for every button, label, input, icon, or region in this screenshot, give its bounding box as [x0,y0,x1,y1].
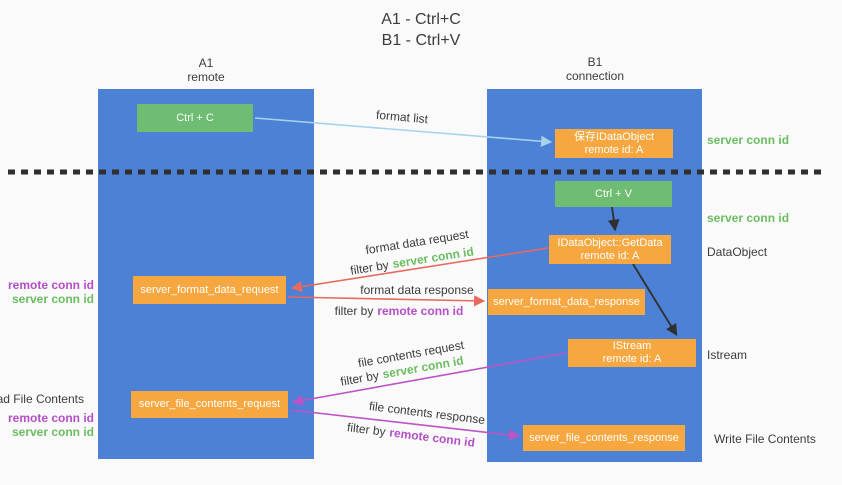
filter-by-text: filter by [349,257,390,278]
filter-by-text: filter by [346,420,387,439]
label-istream: Istream [707,348,748,362]
column-a1-subtitle: remote [187,70,225,84]
filter-by-text: filter by [339,368,380,389]
column-a1-name: A1 [198,56,214,70]
filter-by-text: filter by [334,304,374,318]
node-save-idataobject: 保存IDataObject remote id: A [555,129,673,158]
node-server-file-contents-request: server_file_contents_request [131,391,288,418]
node-istream-line1: IStream [612,340,652,352]
node-server-format-data-request: server_format_data_request [133,276,286,304]
node-save-idataobject-line1: 保存IDataObject [573,130,655,143]
remote-conn-id-text: remote conn id [377,304,464,318]
node-idataobject-getdata: IDataObject::GetData remote id: A [549,235,671,264]
title-line-2: B1 - Ctrl+V [381,32,461,49]
node-istream-line2: remote id: A [602,353,662,365]
node-ctrl-v-label: Ctrl + V [595,187,632,200]
label-server-conn-id-right-mid: server conn id [707,211,790,225]
node-server-format-data-request-label: server_format_data_request [140,283,279,296]
column-b1-name: B1 [587,55,603,69]
node-ctrl-c: Ctrl + C [137,104,253,132]
label-file-contents-response: file contents response [368,398,486,428]
label-remote-conn-id-left-file: remote conn id [7,411,94,425]
label-write-file-contents: Write File Contents [714,432,816,446]
diagram-title: A1 - Ctrl+C B1 - Ctrl+V [0,9,842,51]
node-server-file-contents-response: server_file_contents_response [523,425,685,451]
label-format-list: format list [375,107,429,127]
column-a1-header: A1 remote [136,56,276,84]
column-b1-header: B1 connection [525,55,665,83]
node-idataobject-getdata-line2: remote id: A [580,249,640,262]
label-remote-conn-id-left-format: remote conn id [7,278,94,292]
node-server-format-data-response-label: server_format_data_response [493,295,640,308]
node-idataobject-getdata-line1: IDataObject::GetData [557,236,663,249]
label-read-file-contents: Read File Contents [0,392,84,406]
node-server-format-data-response: server_format_data_response [488,289,645,315]
node-ctrl-c-label: Ctrl + C [176,111,214,124]
label-server-conn-id-right-top: server conn id [707,133,790,147]
node-server-file-contents-request-label: server_file_contents_request [138,398,281,410]
label-server-conn-id-left-file: server conn id [11,425,94,439]
label-server-conn-id-left-format: server conn id [11,292,94,306]
format-data-response-arrow [287,295,486,307]
remote-conn-id-text: remote conn id [388,425,476,450]
title-line-1: A1 - Ctrl+C [381,11,461,28]
node-ctrl-v: Ctrl + V [555,181,672,207]
column-b1-subtitle: connection [565,69,625,83]
label-dataobject: DataObject [707,245,768,259]
node-istream: IStream remote id: A [568,339,696,367]
label-format-data-response: format data response [360,283,474,297]
node-save-idataobject-line2: remote id: A [584,143,644,156]
node-server-file-contents-response-label: server_file_contents_response [529,431,679,444]
